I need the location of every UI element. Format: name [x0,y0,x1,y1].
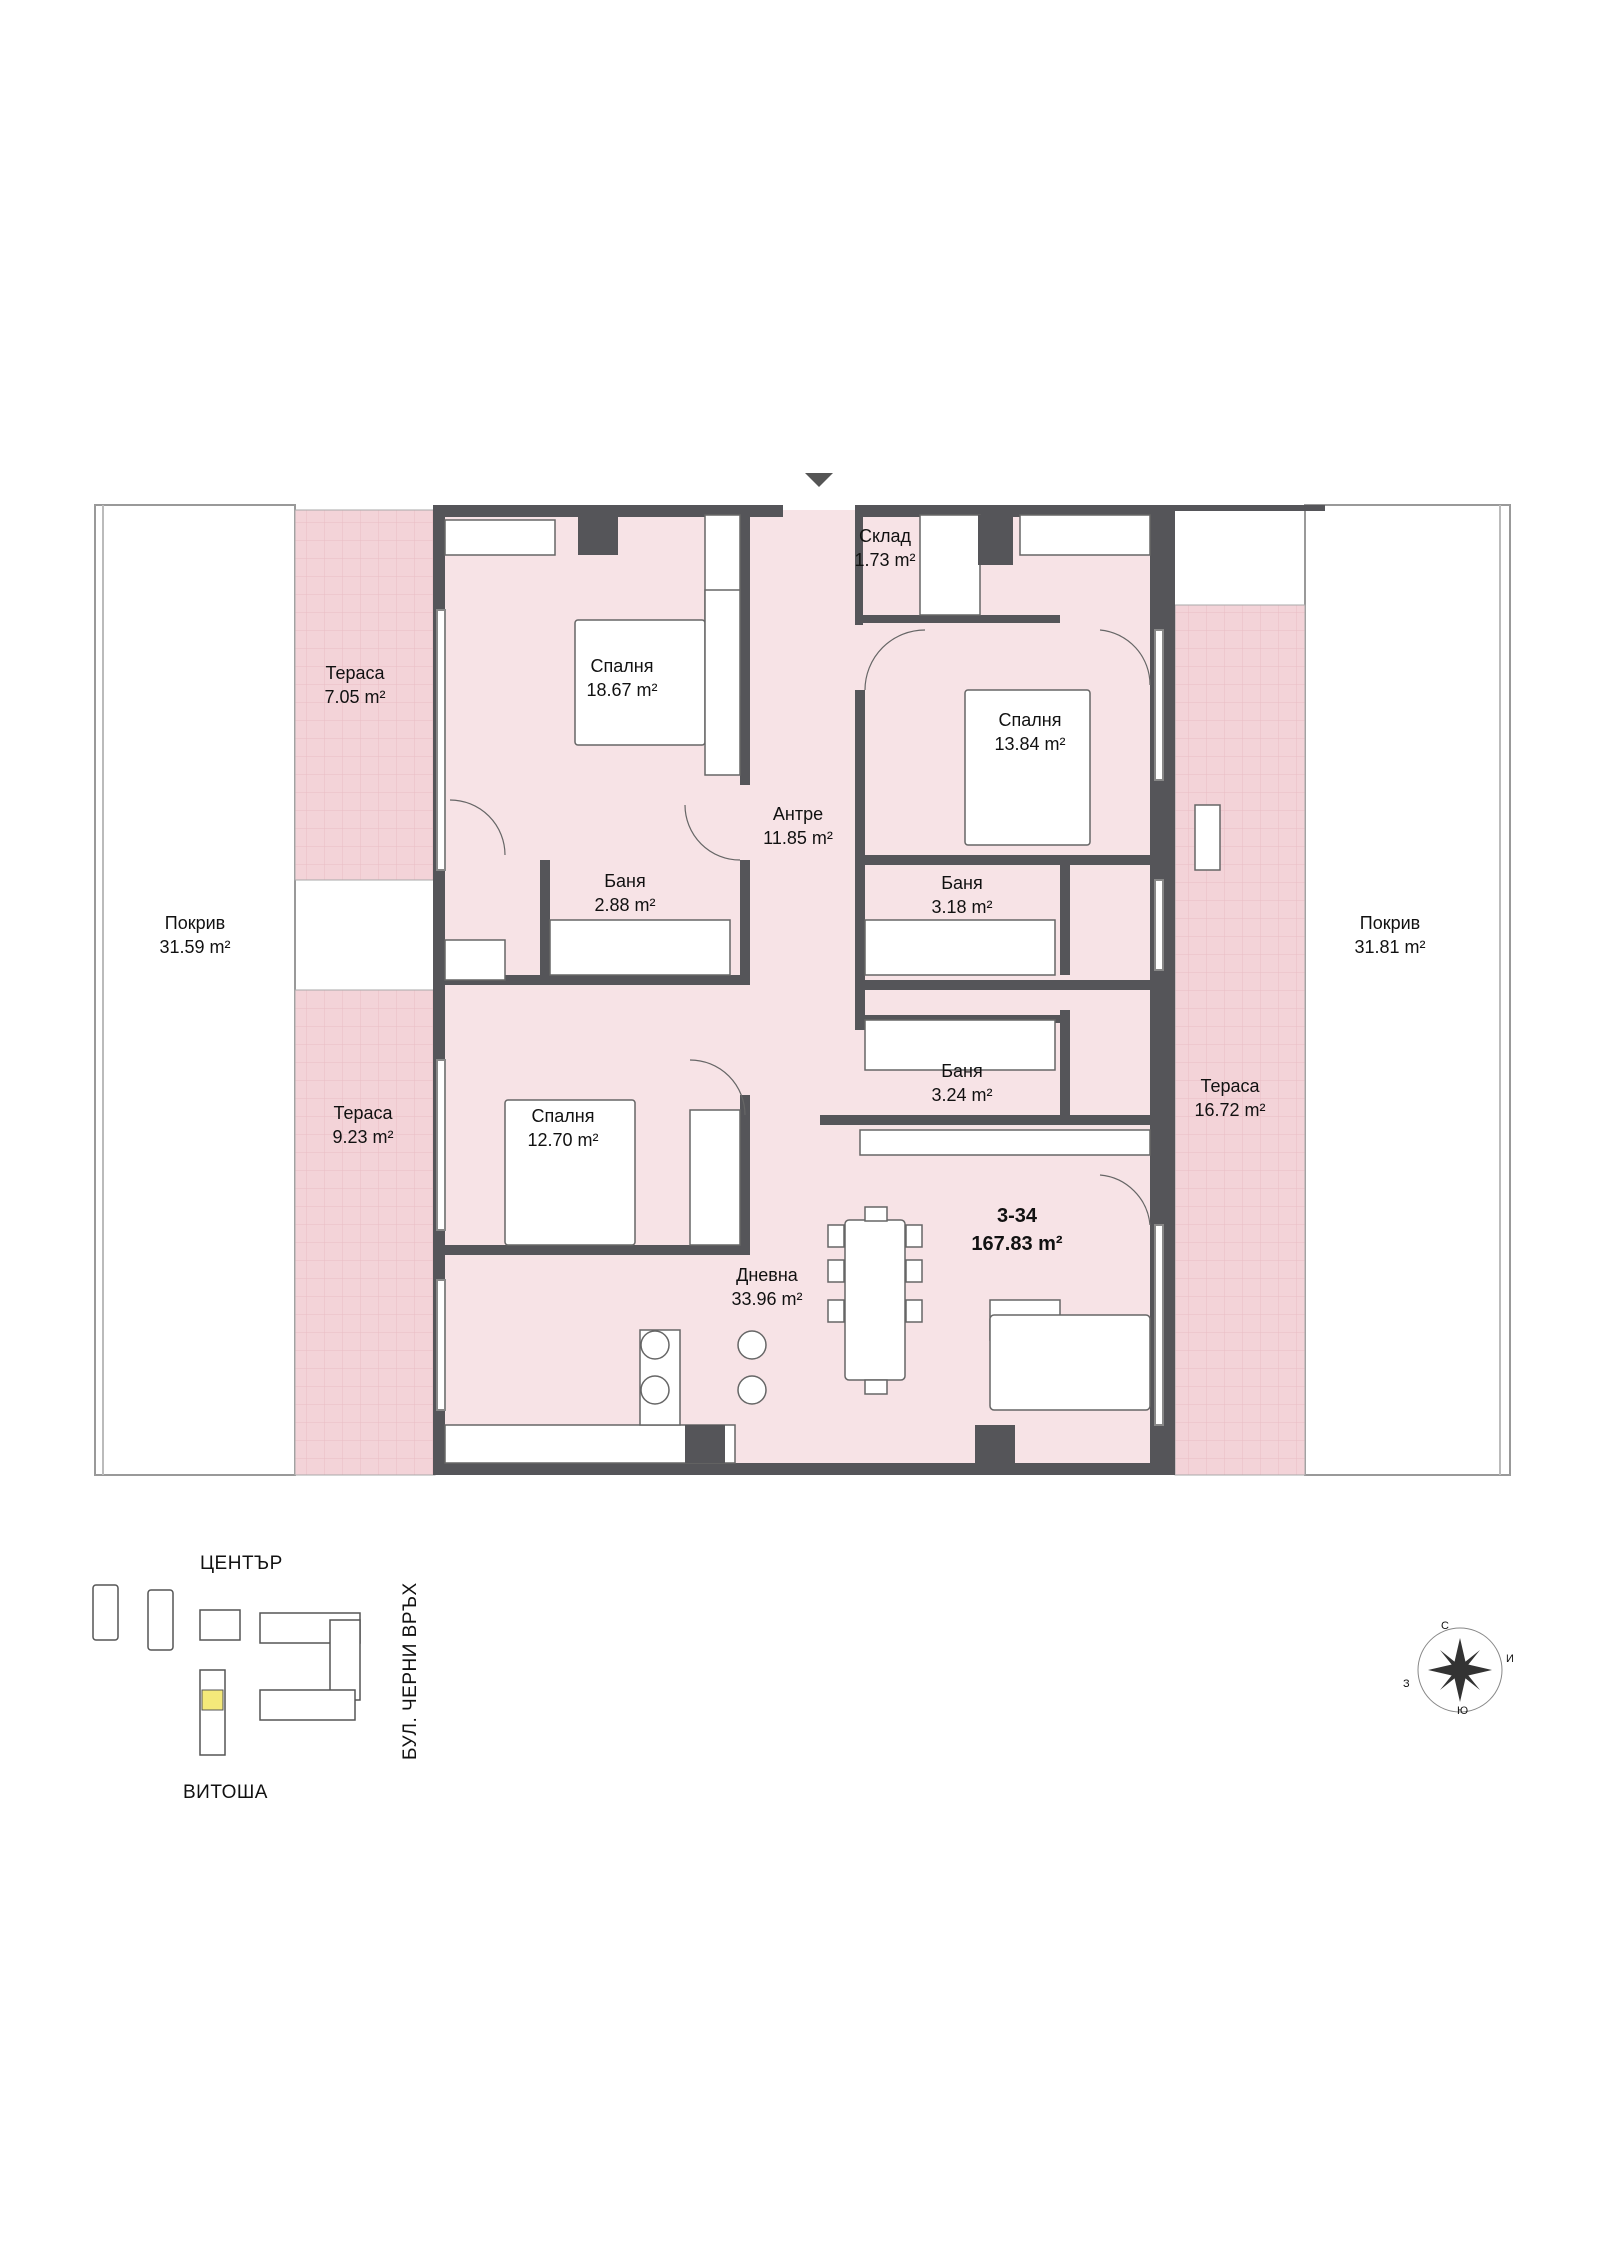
room-name: Тераса [333,1103,393,1123]
compass-rose [1417,1627,1503,1713]
site-plan [92,1584,361,1756]
room-name: Склад [858,526,912,546]
room-name: Баня [941,873,983,893]
room-name: Спалня [590,656,654,676]
unit-total-area: 167.83 m² [971,1233,1063,1255]
room-area: 12.70 m² [527,1130,599,1150]
room-name: Покрив [1359,913,1421,933]
room-label-terrace-sw: Тераса 9.23 m² [332,1101,393,1149]
site-north-label: ЦЕНТЪР [200,1553,283,1574]
room-name: Покрив [164,913,226,933]
room-name: Спалня [998,710,1062,730]
room-area: 9.23 m² [332,1127,394,1147]
terrace-sw-floor [294,989,436,1476]
room-area: 18.67 m² [586,680,658,700]
room-area: 1.73 m² [854,550,916,570]
site-south-label: ВИТОША [183,1782,268,1803]
compass-south: Ю [1457,1705,1469,1717]
room-area: 31.81 m² [1354,937,1426,957]
unit-number: 3-34 [996,1205,1038,1227]
room-label-bedroom-2: Спалня 13.84 m² [994,708,1065,756]
room-label-storage: Склад 1.73 m² [854,524,915,572]
room-label-terrace-e: Тераса 16.72 m² [1194,1074,1265,1122]
room-name: Дневна [736,1265,798,1285]
room-label-bedroom-1: Спалня 18.67 m² [586,654,657,702]
room-area: 3.18 m² [931,897,993,917]
room-label-roof-w: Покрив 31.59 m² [159,911,230,959]
room-area: 16.72 m² [1194,1100,1266,1120]
terrace-e-floor [1174,604,1306,1476]
room-area: 7.05 m² [324,687,386,707]
room-area: 3.24 m² [931,1085,993,1105]
room-label-hall: Антре 11.85 m² [763,802,833,850]
room-label-bath-3: Баня 3.24 m² [931,1059,992,1107]
room-name: Спалня [531,1106,595,1126]
room-label-bath-1: Баня 2.88 m² [594,869,655,917]
room-label-roof-e: Покрив 31.81 m² [1354,911,1425,959]
room-name: Баня [941,1061,983,1081]
roof-east [1304,504,1511,1476]
roof-west [94,504,296,1476]
room-area: 13.84 m² [994,734,1066,754]
room-area: 31.59 m² [159,937,231,957]
room-name: Тераса [325,663,385,683]
unit-info: 3-34 167.83 m² [971,1202,1062,1258]
room-area: 2.88 m² [594,895,656,915]
room-label-bath-2: Баня 3.18 m² [931,871,992,919]
site-street-label: БУЛ. ЧЕРНИ ВРЪХ [400,1582,421,1760]
compass-east: И [1506,1653,1514,1665]
room-area: 11.85 m² [763,828,833,848]
compass-west: З [1403,1678,1410,1690]
entrance-marker [805,473,833,487]
room-label-terrace-nw: Тераса 7.05 m² [324,661,385,709]
room-name: Антре [772,804,824,824]
compass-north: С [1441,1620,1449,1632]
room-name: Тераса [1200,1076,1260,1096]
site-highlight [201,1689,224,1711]
room-label-bedroom-3: Спалня 12.70 m² [527,1104,598,1152]
terrace-nw-floor [294,509,436,881]
room-label-living: Дневна 33.96 m² [731,1263,802,1311]
room-area: 33.96 m² [731,1289,803,1309]
room-name: Баня [604,871,646,891]
